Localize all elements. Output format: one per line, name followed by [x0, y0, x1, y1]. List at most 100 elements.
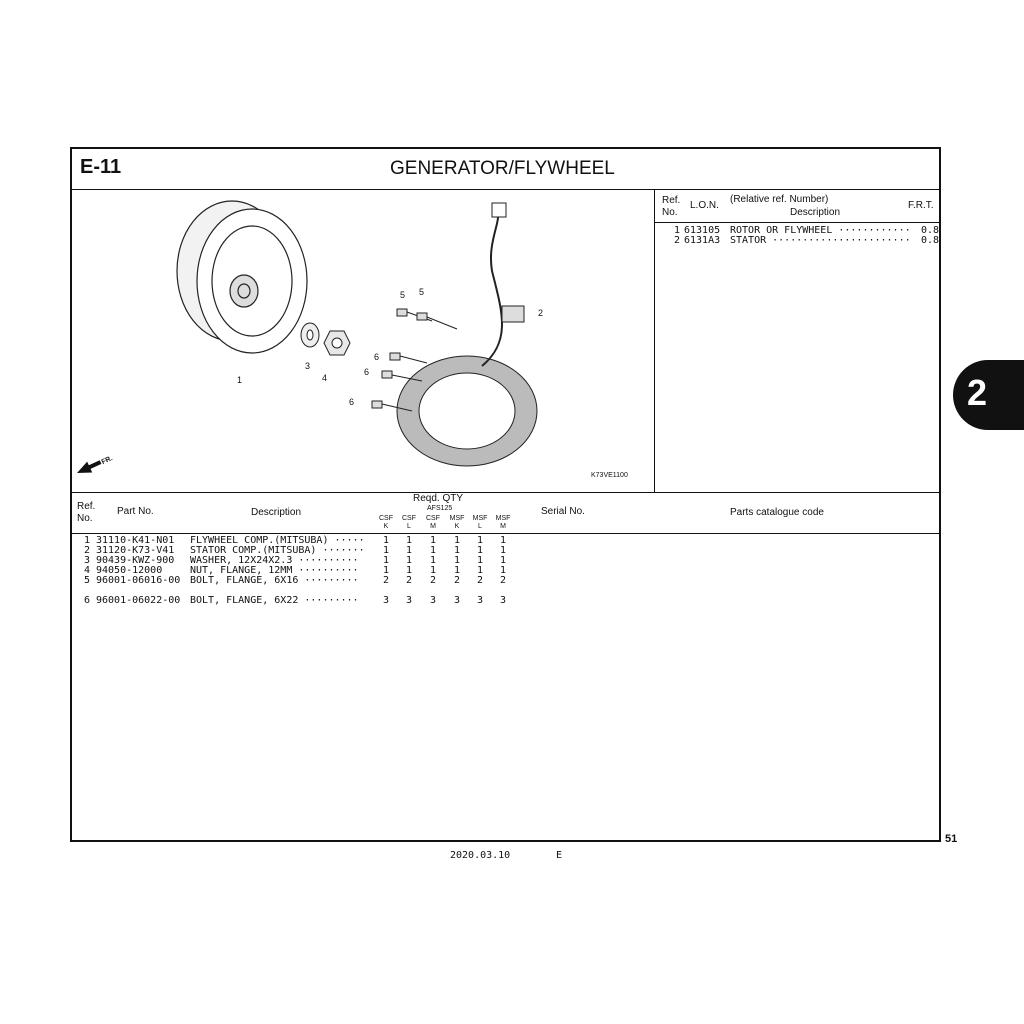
parts-row-qty: 1 — [382, 555, 390, 566]
qty-col-header-type: L — [407, 523, 411, 530]
frt-row-description: STATOR ······················· — [730, 235, 911, 246]
parts-row-ref: 2 — [83, 545, 90, 556]
nut-drawing — [323, 330, 351, 356]
frt-header-no: No. — [662, 207, 678, 218]
parts-row-qty: 1 — [405, 565, 413, 576]
callout-6c: 6 — [349, 397, 354, 407]
parts-row-qty: 1 — [499, 565, 507, 576]
parts-row-qty: 2 — [429, 575, 437, 586]
parts-header-ref: Ref. — [77, 501, 96, 512]
frt-row-frt: 0.8 — [920, 225, 939, 236]
qty-col-header-model: CSF — [379, 515, 393, 522]
qty-col-header-model: MSF — [495, 515, 511, 522]
qty-col-header-type: K — [454, 523, 460, 530]
parts-row-description: STATOR COMP.(MITSUBA) ······· — [190, 545, 365, 556]
parts-row-qty: 2 — [382, 575, 390, 586]
frt-row-description: ROTOR OR FLYWHEEL ············ — [730, 225, 911, 236]
qty-col-header-model: MSF — [472, 515, 488, 522]
frt-header-ref: Ref. — [662, 195, 681, 206]
bolts-drawing — [371, 308, 458, 412]
parts-header-part-no: Part No. — [117, 506, 154, 517]
parts-row-qty: 1 — [429, 555, 437, 566]
parts-row-qty: 1 — [405, 535, 413, 546]
parts-row-qty: 2 — [453, 575, 461, 586]
parts-row-description: BOLT, FLANGE, 6X22 ········· — [190, 595, 359, 606]
parts-row-qty: 3 — [405, 595, 413, 606]
page-title: GENERATOR/FLYWHEEL — [390, 158, 615, 179]
qty-col-header-type: M — [500, 523, 506, 530]
parts-row-qty: 1 — [453, 535, 461, 546]
parts-row-description: WASHER, 12X24X2.3 ·········· — [190, 555, 359, 566]
qty-col-header-type: K — [383, 523, 389, 530]
parts-row-qty: 1 — [429, 535, 437, 546]
parts-row-qty: 3 — [382, 595, 390, 606]
parts-row-qty: 1 — [476, 545, 484, 556]
flywheel-drawing — [176, 200, 308, 354]
svg-text:FR.: FR. — [101, 455, 114, 466]
qty-col-header-model: CSF — [426, 515, 440, 522]
parts-row-ref: 6 — [83, 595, 90, 606]
callout-6b: 6 — [364, 367, 369, 377]
frt-header-frt: F.R.T. — [908, 200, 934, 211]
parts-row-part-no: 31120-K73-V41 — [96, 545, 175, 556]
parts-row-qty: 1 — [453, 565, 461, 576]
parts-row-qty: 1 — [476, 555, 484, 566]
qty-col-header-type: L — [478, 523, 482, 530]
callout-4: 4 — [322, 373, 327, 383]
parts-row-part-no: 90439-KWZ-900 — [96, 555, 175, 566]
parts-row-qty: 1 — [405, 545, 413, 556]
frt-header-relative: (Relative ref. Number) — [730, 194, 829, 205]
parts-row-ref: 1 — [83, 535, 90, 546]
callout-5a: 5 — [400, 290, 405, 300]
parts-row-part-no: 94050-12000 — [96, 565, 163, 576]
front-arrow-icon: FR. — [77, 455, 114, 473]
callout-2: 2 — [538, 308, 543, 318]
frt-row-ref: 2 — [673, 235, 680, 246]
callout-1: 1 — [237, 375, 242, 385]
parts-row-qty: 1 — [382, 535, 390, 546]
diagram-code: K73VE1100 — [591, 472, 628, 479]
parts-header-catalogue: Parts catalogue code — [730, 507, 824, 518]
qty-col-header-model: CSF — [402, 515, 416, 522]
parts-header-model: AFS125 — [427, 505, 453, 512]
parts-header-serial: Serial No. — [541, 506, 585, 517]
parts-row-description: FLYWHEEL COMP.(MITSUBA) ····· — [190, 535, 365, 546]
parts-row-qty: 1 — [429, 545, 437, 556]
parts-row-qty: 2 — [476, 575, 484, 586]
callout-5b: 5 — [419, 287, 424, 297]
parts-row-qty: 1 — [476, 535, 484, 546]
parts-header-description: Description — [251, 507, 302, 518]
chapter-tab-number: 2 — [967, 372, 988, 413]
parts-row-ref: 5 — [83, 575, 90, 586]
page-frame — [70, 147, 941, 842]
parts-row-description: BOLT, FLANGE, 6X16 ········· — [190, 575, 359, 586]
frt-row-lon: 6131A3 — [684, 235, 721, 246]
parts-row-qty: 1 — [429, 565, 437, 576]
frt-row-lon: 613105 — [684, 225, 721, 236]
parts-row-qty: 1 — [499, 535, 507, 546]
parts-row-part-no: 96001-06016-00 — [96, 575, 181, 586]
stator-drawing — [396, 202, 538, 467]
parts-header-no: No. — [77, 513, 93, 524]
parts-row-qty: 1 — [499, 555, 507, 566]
parts-row-qty: 3 — [499, 595, 507, 606]
parts-row-qty: 2 — [405, 575, 413, 586]
parts-row-ref: 4 — [83, 565, 90, 576]
callout-3: 3 — [305, 361, 310, 371]
parts-row-qty: 1 — [382, 545, 390, 556]
parts-row-qty: 1 — [453, 545, 461, 556]
parts-row-part-no: 96001-06022-00 — [96, 595, 181, 606]
parts-row-ref: 3 — [83, 555, 90, 566]
parts-row-qty: 1 — [453, 555, 461, 566]
frt-row-frt: 0.8 — [920, 235, 939, 246]
frt-row-ref: 1 — [673, 225, 680, 236]
parts-row-qty: 1 — [382, 565, 390, 576]
parts-row-qty: 3 — [453, 595, 461, 606]
footer-edition: E — [556, 850, 563, 861]
qty-col-header-type: M — [430, 523, 436, 530]
parts-row-qty: 3 — [429, 595, 437, 606]
frt-header-lon: L.O.N. — [690, 200, 719, 211]
chapter-tab[interactable]: 2 — [953, 360, 1024, 430]
page-number: 51 — [945, 833, 958, 845]
parts-header-reqd-qty: Reqd. QTY — [413, 493, 464, 504]
